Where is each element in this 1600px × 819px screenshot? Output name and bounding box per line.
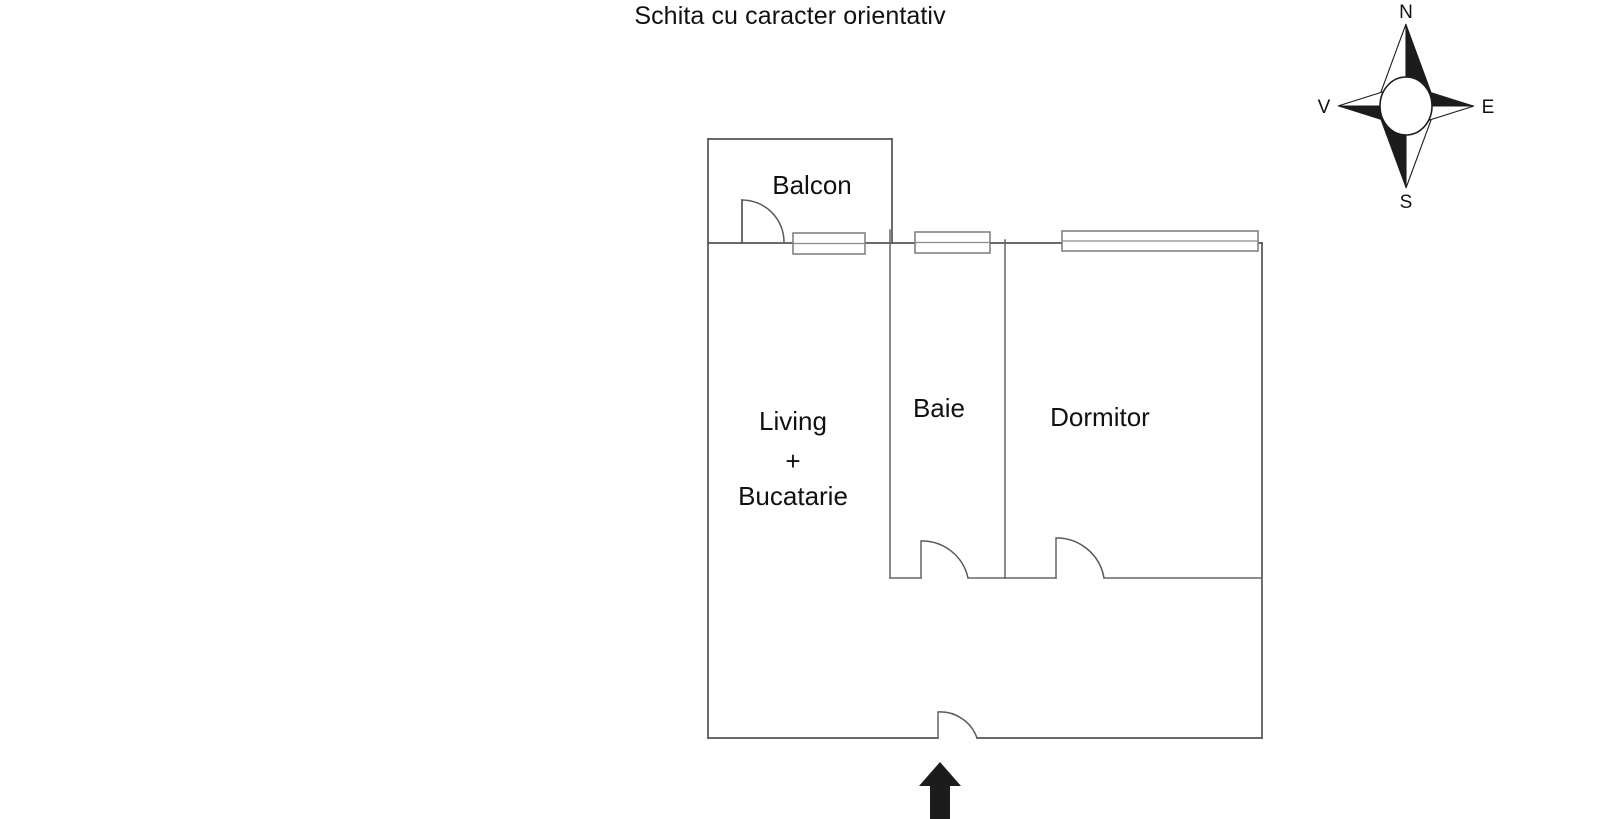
page-title: Schita cu caracter orientativ (634, 2, 946, 30)
windows-group (792, 230, 1259, 255)
room-label-dormitor: Dormitor (1050, 402, 1150, 432)
room-label-baie: Baie (913, 393, 965, 423)
room-balcon: Balcon (707, 138, 893, 244)
door-arc-balcony (741, 199, 785, 243)
door-arc-bathroom (920, 540, 969, 579)
room-baie: Baie (913, 393, 969, 579)
compass-rose: N S V E (1318, 2, 1495, 212)
door-arc-bedroom (1055, 537, 1105, 579)
room-label-bucatarie: Bucatarie (738, 481, 848, 511)
interior-partitions (889, 229, 1263, 579)
compass-label-north: N (1399, 2, 1413, 23)
room-living-bucatarie: Living + Bucatarie (738, 406, 848, 511)
compass-label-south: S (1400, 192, 1413, 212)
compass-hub (1379, 76, 1433, 136)
room-label-living: Living (759, 406, 827, 436)
entrance-arrow-shape (919, 762, 961, 819)
room-dormitor: Dormitor (1050, 402, 1150, 579)
compass-label-east: E (1482, 97, 1495, 118)
room-label-balcon: Balcon (772, 170, 852, 200)
entrance-door (937, 711, 978, 739)
room-label-living-plus: + (785, 446, 800, 476)
door-arc-entrance (937, 711, 978, 739)
entrance-arrow-icon (919, 762, 961, 819)
compass-label-west: V (1318, 97, 1331, 118)
